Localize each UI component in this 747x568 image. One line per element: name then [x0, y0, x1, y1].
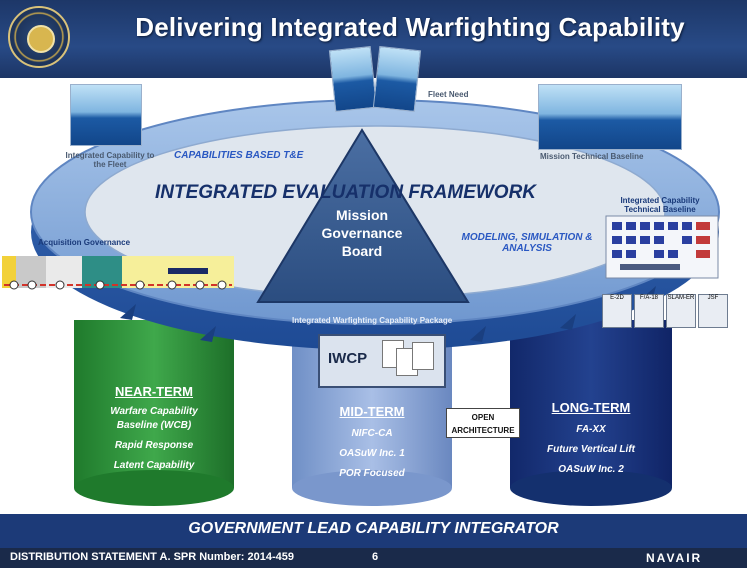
governance-board-label: Mission Governance Board: [321, 207, 403, 259]
technical-baseline-diagram: [605, 215, 719, 279]
integrated-capability-fleet-label: Integrated Capability to the Fleet: [65, 151, 155, 169]
mid-term-item: POR Focused: [339, 468, 405, 479]
modeling-simulation-label: MODELING, SIMULATION & ANALYSIS: [461, 232, 593, 254]
mid-term-content: MID-TERM NIFC-CA OASuW Inc. 1 POR Focuse…: [294, 404, 450, 481]
baseline-card-title: F/A-18: [639, 295, 658, 301]
baseline-card-title: SLAM-ER: [667, 295, 695, 301]
governance-triangle: [256, 128, 470, 303]
capabilities-based-te-label: CAPABILITIES BASED T&E: [174, 150, 304, 161]
title-banner: [0, 0, 747, 78]
acquisition-governance-label: Acquisition Governance: [38, 238, 131, 247]
fleet-ship-image: [70, 84, 142, 146]
warfighting-package-label: Integrated Warfighting Capability Packag…: [292, 316, 453, 325]
document-icon: [412, 342, 434, 370]
capability-diagram: [2, 99, 720, 506]
mid-term-title: MID-TERM: [339, 404, 405, 419]
baseline-card-title: JSF: [707, 295, 719, 301]
open-architecture-line2: ARCHITECTURE: [451, 426, 515, 435]
long-term-title: LONG-TERM: [551, 400, 631, 415]
framework-label: INTEGRATED EVALUATION FRAMEWORK: [155, 182, 537, 203]
page-number: 6: [372, 551, 379, 563]
near-term-content: NEAR-TERM Warfare Capability Baseline (W…: [76, 384, 232, 473]
long-term-content: LONG-TERM FA-XX Future Vertical Lift OAS…: [512, 400, 670, 477]
near-term-item: Rapid Response: [114, 440, 194, 451]
mission-technical-baseline-label: Mission Technical Baseline: [540, 152, 644, 161]
seal-emblem-icon: [27, 25, 55, 53]
fleet-need-image-left: [328, 45, 378, 113]
footer-bar: [0, 548, 747, 568]
fleet-need-image-right: [372, 45, 422, 113]
distribution-statement: DISTRIBUTION STATEMENT A. SPR Number: 20…: [10, 551, 295, 563]
baseline-card-jsf: JSF: [698, 294, 728, 328]
near-term-item: Latent Capability: [113, 460, 195, 471]
baseline-card-title: E-2D: [610, 295, 624, 301]
fleet-need-label: Fleet Need: [428, 90, 469, 99]
baseline-card-fa18: F/A-18: [634, 294, 664, 328]
iwcp-box: IWCP: [318, 334, 446, 388]
near-term-item: Warfare Capability Baseline (WCB): [110, 406, 198, 431]
long-term-item: FA-XX: [576, 424, 606, 435]
baseline-card-e2d: E-2D: [602, 294, 632, 328]
iwcp-label: IWCP: [328, 350, 368, 367]
open-architecture-box: OPEN ARCHITECTURE: [446, 408, 520, 438]
long-term-item: OASuW Inc. 2: [558, 464, 624, 475]
mission-baseline-image: [538, 84, 682, 150]
near-term-pillar: [74, 320, 234, 506]
integrator-band: [0, 514, 747, 548]
baseline-card-slam: SLAM-ER: [666, 294, 696, 328]
slide-title: Delivering Integrated Warfighting Capabi…: [135, 12, 685, 42]
open-architecture-line1: OPEN: [471, 413, 495, 422]
capability-technical-baseline-label: Integrated Capability Technical Baseline: [620, 196, 700, 214]
command-seal-icon: [8, 6, 70, 68]
long-term-pillar: [510, 320, 672, 506]
mid-term-item: OASuW Inc. 1: [339, 448, 405, 459]
near-term-title: NEAR-TERM: [115, 384, 193, 399]
acquisition-timeline: [2, 256, 234, 290]
mid-term-item: NIFC-CA: [351, 428, 393, 439]
long-term-item: Future Vertical Lift: [547, 444, 635, 455]
navair-logo: NAVAIR: [646, 551, 703, 565]
integrator-label: GOVERNMENT LEAD CAPABILITY INTEGRATOR: [188, 520, 559, 537]
